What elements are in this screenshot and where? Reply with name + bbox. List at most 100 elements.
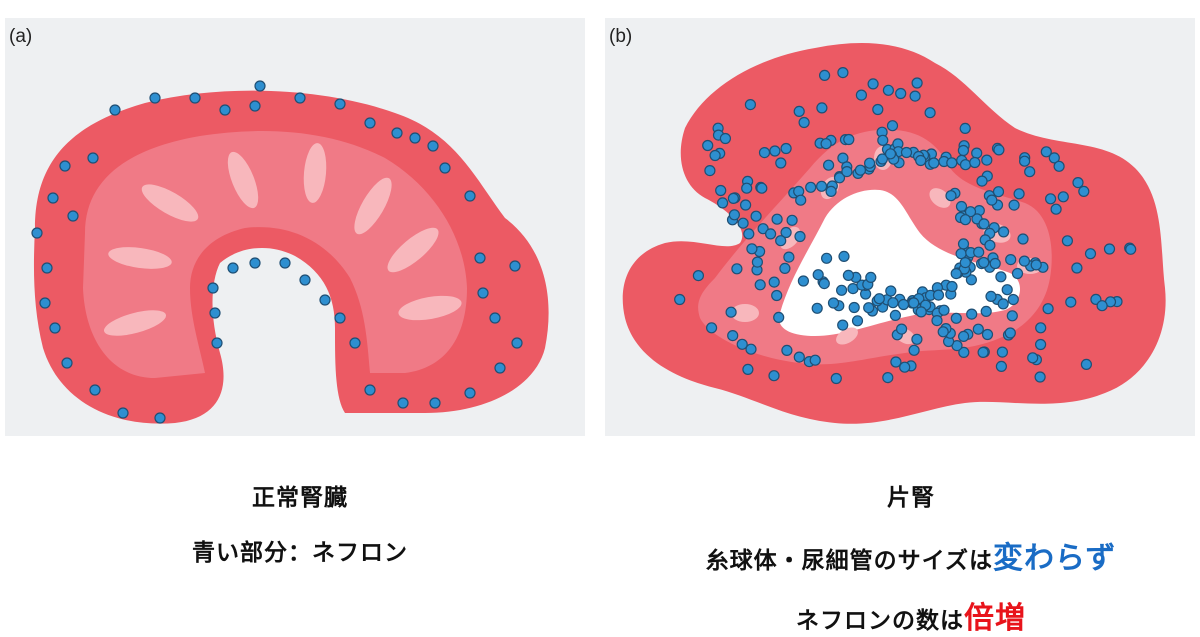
nephron-dot [888,298,898,308]
nephron-dot [769,277,779,287]
nephron-dot [280,258,290,268]
nephron-dot [891,357,901,367]
nephron-dot [726,307,736,317]
nephron-dot [838,320,848,330]
nephron-dot [839,251,849,261]
nephron-dot [1025,167,1035,177]
nephron-dot [760,148,770,158]
nephron-dot [250,258,260,268]
nephron-dot [742,183,752,193]
nephron-dot [751,211,761,221]
nephron-dot [398,398,408,408]
nephron-dot [979,258,989,268]
nephron-dot [784,252,794,262]
nephron-dot [849,303,859,313]
nephron-dot [776,158,786,168]
nephron-dot [897,324,907,334]
nephron-dot [899,300,909,310]
nephron-dot [781,144,791,154]
unchanged-highlight: 変わらず [993,541,1116,576]
nephron-dot [1006,255,1016,265]
nephron-dot [987,195,997,205]
nephron-dot [983,330,993,340]
nephron-dot [155,413,165,423]
nephron-dot [90,385,100,395]
nephron-dot [1066,297,1076,307]
nephron-dot [335,99,345,109]
nephron-dot [960,123,970,133]
nephron-dot [1046,194,1056,204]
nephron-dot [961,160,971,170]
nephron-dot [1028,353,1038,363]
nephron-dot [842,167,852,177]
nephron-dot [118,408,128,418]
nephron-dot [50,323,60,333]
nephron-dot [428,141,438,151]
nephron-dot [512,338,522,348]
nephron-dot [1072,263,1082,273]
nephron-dot [1054,161,1064,171]
nephron-dot [912,334,922,344]
nephron-dot [1097,301,1107,311]
nephron-dot [795,232,805,242]
nephron-dot [990,259,1000,269]
nephron-dot [912,78,922,88]
nephron-dot [865,158,875,168]
nephron-dot [776,236,786,246]
nephron-dot [998,299,1008,309]
nephron-dot [873,105,883,115]
nephron-dot [970,158,980,168]
nephron-dot [939,305,949,315]
single-kidney-caption: 片腎 [611,478,1200,512]
nephron-dot [1105,244,1115,254]
nephron-dot [794,352,804,362]
nephron-dot [392,128,402,138]
nephron-dot [810,355,820,365]
nephron-dot [883,373,893,383]
nephron-dot [796,195,806,205]
nephron-dot [977,176,987,186]
nephron-dot [821,139,831,149]
nephron-dot [994,187,1004,197]
nephron-dot [705,166,715,176]
nephron-dot [856,90,866,100]
nephron-dot [510,261,520,271]
nephron-dot [718,198,728,208]
nephron-dot [747,244,757,254]
nephron-dot [716,186,726,196]
nephron-dot [774,312,784,322]
normal-kidney-caption: 正常腎臓 [0,478,600,512]
nephron-dot [757,183,767,193]
nephron-dot [981,306,991,316]
nephron-dot [295,93,305,103]
nephron-dot [909,345,919,355]
nephron-dot [300,275,310,285]
nephron-dot [1036,323,1046,333]
nephron-dot [967,309,977,319]
nephron-dot [250,101,260,111]
nephron-dot [994,145,1004,155]
nephron-dot [110,105,120,115]
nephron-dot [1035,372,1045,382]
nephron-dot [1031,260,1041,270]
nephron-dot [844,135,854,145]
nephron-dot [817,103,827,113]
nephron-dot [782,345,792,355]
nephron-dot [88,153,98,163]
nephron-dot [1079,186,1089,196]
nephron-dot [320,295,330,305]
nephron-dot [48,193,58,203]
nephron-dot [957,202,967,212]
nephron-dot [1019,256,1029,266]
nephron-dot [40,298,50,308]
nephron-dot [772,291,782,301]
nephron-dot [190,93,200,103]
nephron-dot [799,118,809,128]
nephron-dot [798,276,808,286]
panel-normal-kidney: (a) [5,18,585,436]
nephron-dot [824,160,834,170]
nephron-dot [843,270,853,280]
nephron-dot [1043,304,1053,314]
nephron-dot [150,93,160,103]
nephron-dot [737,339,747,349]
